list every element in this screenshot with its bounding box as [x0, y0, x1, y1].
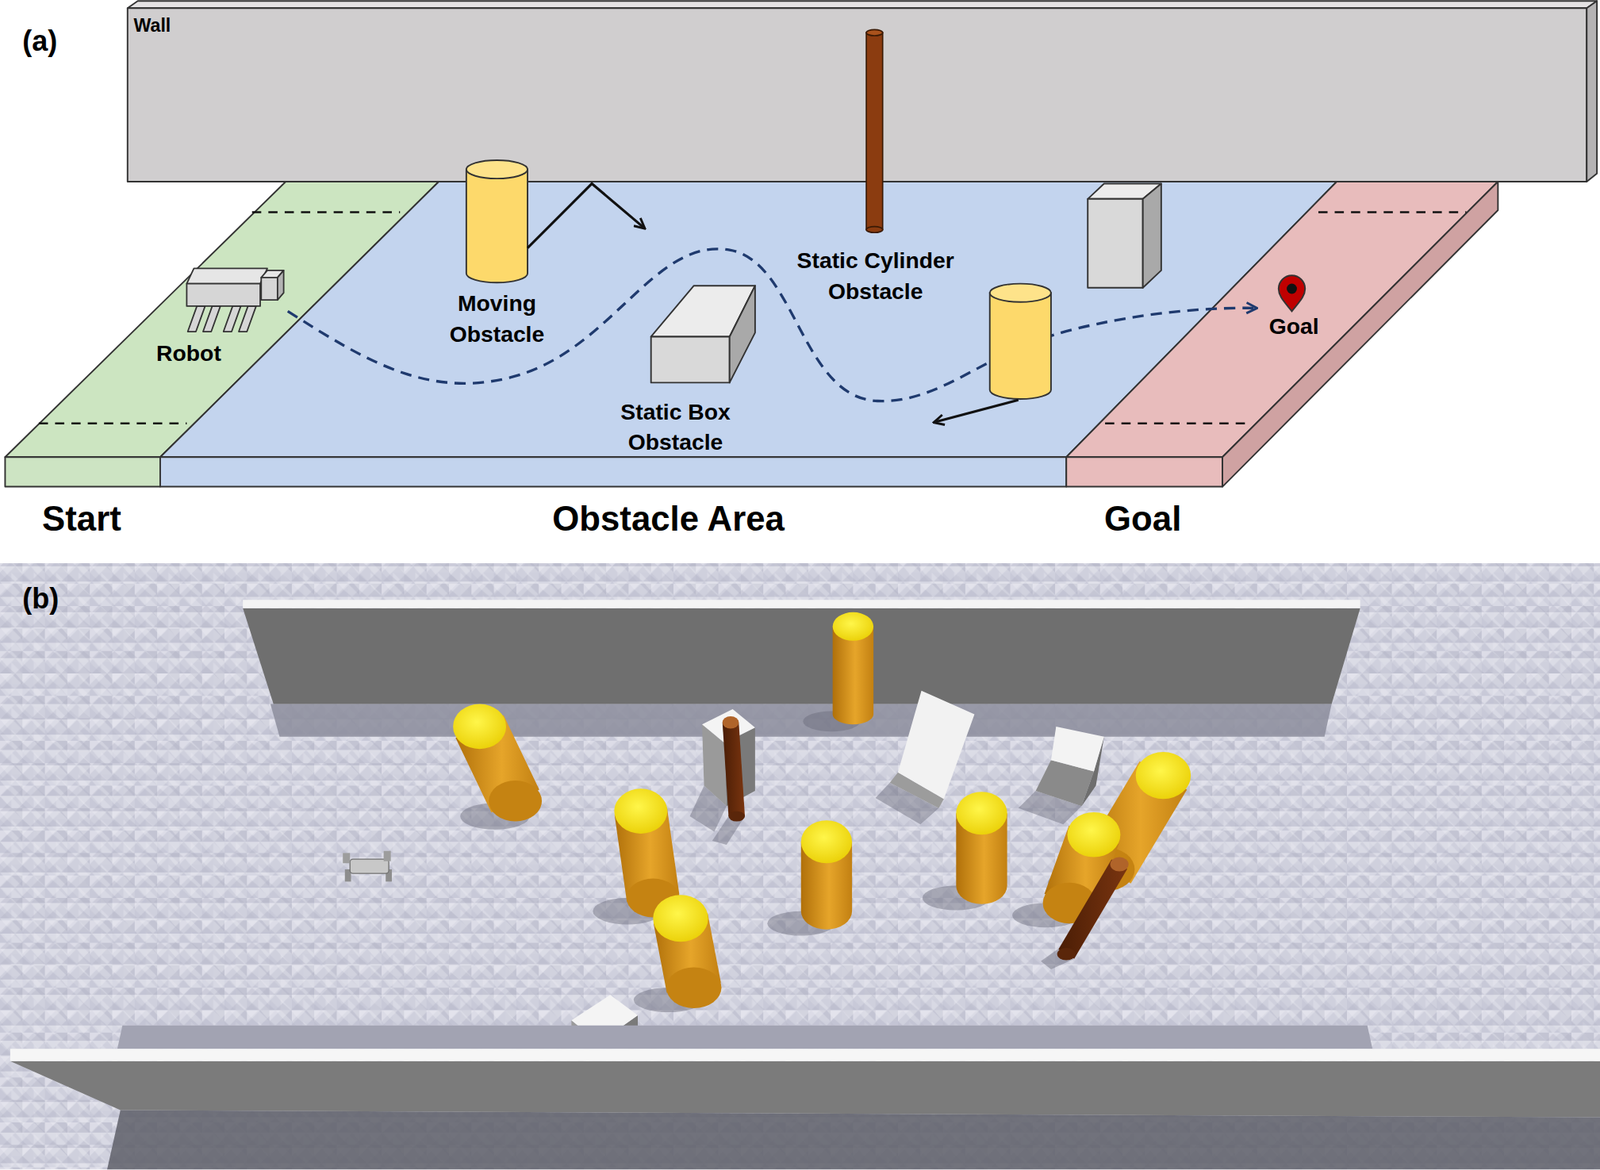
box-top	[1051, 726, 1105, 772]
object-label-holder: Static Cylinder Obstacle	[785, 245, 965, 307]
robot-model	[342, 851, 392, 883]
wall-block: Wall	[127, 0, 1600, 182]
object-label: Static Cylinder Obstacle	[785, 245, 965, 307]
obstacle-zone: Obstacle Area	[160, 181, 1337, 488]
object-label: Static Box Obstacle	[604, 396, 748, 458]
pin-dot	[1286, 283, 1297, 295]
yellow-cylinder	[801, 820, 852, 930]
cylinder-base	[666, 966, 722, 1008]
pole-top	[1110, 857, 1129, 872]
pole-top	[722, 716, 740, 729]
terrain-ground	[0, 563, 1600, 1170]
static-box	[1087, 184, 1162, 288]
object-shadows	[460, 711, 1116, 1013]
outline-face	[127, 7, 1587, 182]
robot-body	[349, 859, 389, 874]
cylinder-top	[801, 820, 852, 864]
moving-cylinder	[466, 160, 528, 283]
outline-face	[1066, 456, 1223, 487]
outline-face	[160, 456, 1067, 487]
wall-block-outline	[127, 0, 1600, 182]
outline-face	[4, 456, 161, 487]
cylinder-body	[466, 169, 528, 284]
robot-leg	[383, 851, 392, 862]
zone-label: Goal	[1104, 498, 1182, 541]
pole-base	[728, 811, 745, 822]
wall-shadow	[107, 1110, 1600, 1170]
back-wall-top	[242, 599, 1361, 608]
front-wall-top	[10, 1048, 1600, 1061]
robot-top	[186, 268, 268, 284]
moving-cylinder	[989, 283, 1052, 400]
robot-leg	[342, 852, 350, 864]
robot-label: Robot	[138, 339, 241, 368]
cylinder-top	[955, 791, 1007, 835]
goal-marker-label-holder: Goal	[1253, 312, 1336, 341]
cylinder-body	[989, 292, 1052, 400]
front-wall-face	[10, 1061, 1600, 1118]
simulation-scene	[0, 563, 1600, 1170]
object-label: Moving Obstacle	[435, 288, 558, 350]
wall-shadow	[270, 704, 1332, 737]
outline-face	[1222, 181, 1498, 488]
static-cylinder-pole	[866, 29, 883, 233]
cylinder-top	[652, 894, 708, 942]
box-top	[897, 690, 975, 799]
brown-pole	[722, 716, 745, 822]
panel-letter-holder: (b)	[22, 581, 104, 617]
cylinder-base	[488, 780, 542, 822]
yellow-cylinder	[955, 791, 1007, 904]
cylinder-top	[832, 612, 874, 641]
yellow-cylinder	[652, 894, 722, 1009]
pole-top	[866, 29, 883, 36]
outline-face	[1586, 0, 1597, 182]
cylinder-top	[613, 788, 668, 834]
wall-label: Wall	[134, 14, 172, 37]
zone-label: Start	[42, 498, 122, 541]
cylinder-top	[989, 283, 1052, 303]
wall-shadow	[117, 1025, 1373, 1050]
cylinder-top	[1067, 812, 1121, 858]
cylinder-top	[466, 160, 528, 179]
object-label-holder: Moving Obstacle	[435, 288, 558, 350]
outline-face	[127, 0, 1597, 8]
robot-body	[186, 283, 261, 307]
goal-marker-label: Goal	[1253, 312, 1336, 341]
terrain-texture	[0, 563, 1600, 1170]
box-front	[651, 336, 730, 383]
obstacle-zone-outline	[160, 181, 1337, 488]
terrain-texture	[0, 563, 1600, 1170]
box-front	[1087, 199, 1143, 288]
pole-base	[866, 226, 883, 234]
panel-letter-holder: (a)	[22, 24, 104, 60]
panel-letter: (b)	[22, 581, 104, 617]
start-zone-outline	[4, 181, 439, 488]
start-zone: Start	[4, 181, 439, 488]
zone-label: Obstacle Area	[552, 498, 785, 541]
robot-head	[260, 277, 278, 300]
white-box	[890, 690, 975, 809]
pole-body	[722, 722, 745, 817]
cylinder-top	[452, 704, 507, 750]
pole-body	[1058, 859, 1128, 960]
white-box	[1035, 726, 1105, 806]
cylinder-body	[832, 626, 874, 725]
robot-label-holder: Robot	[138, 339, 241, 368]
cylinder-top	[1135, 752, 1191, 799]
object-label-holder: Static Box Obstacle	[604, 396, 748, 458]
back-wall-face	[242, 608, 1361, 705]
panel-letter: (a)	[22, 24, 104, 60]
pole-base	[1057, 947, 1076, 960]
yellow-cylinder	[832, 612, 874, 725]
box-side	[1143, 184, 1162, 288]
yellow-cylinder	[452, 704, 542, 822]
brown-pole	[1057, 857, 1129, 961]
pole-body	[866, 32, 883, 230]
